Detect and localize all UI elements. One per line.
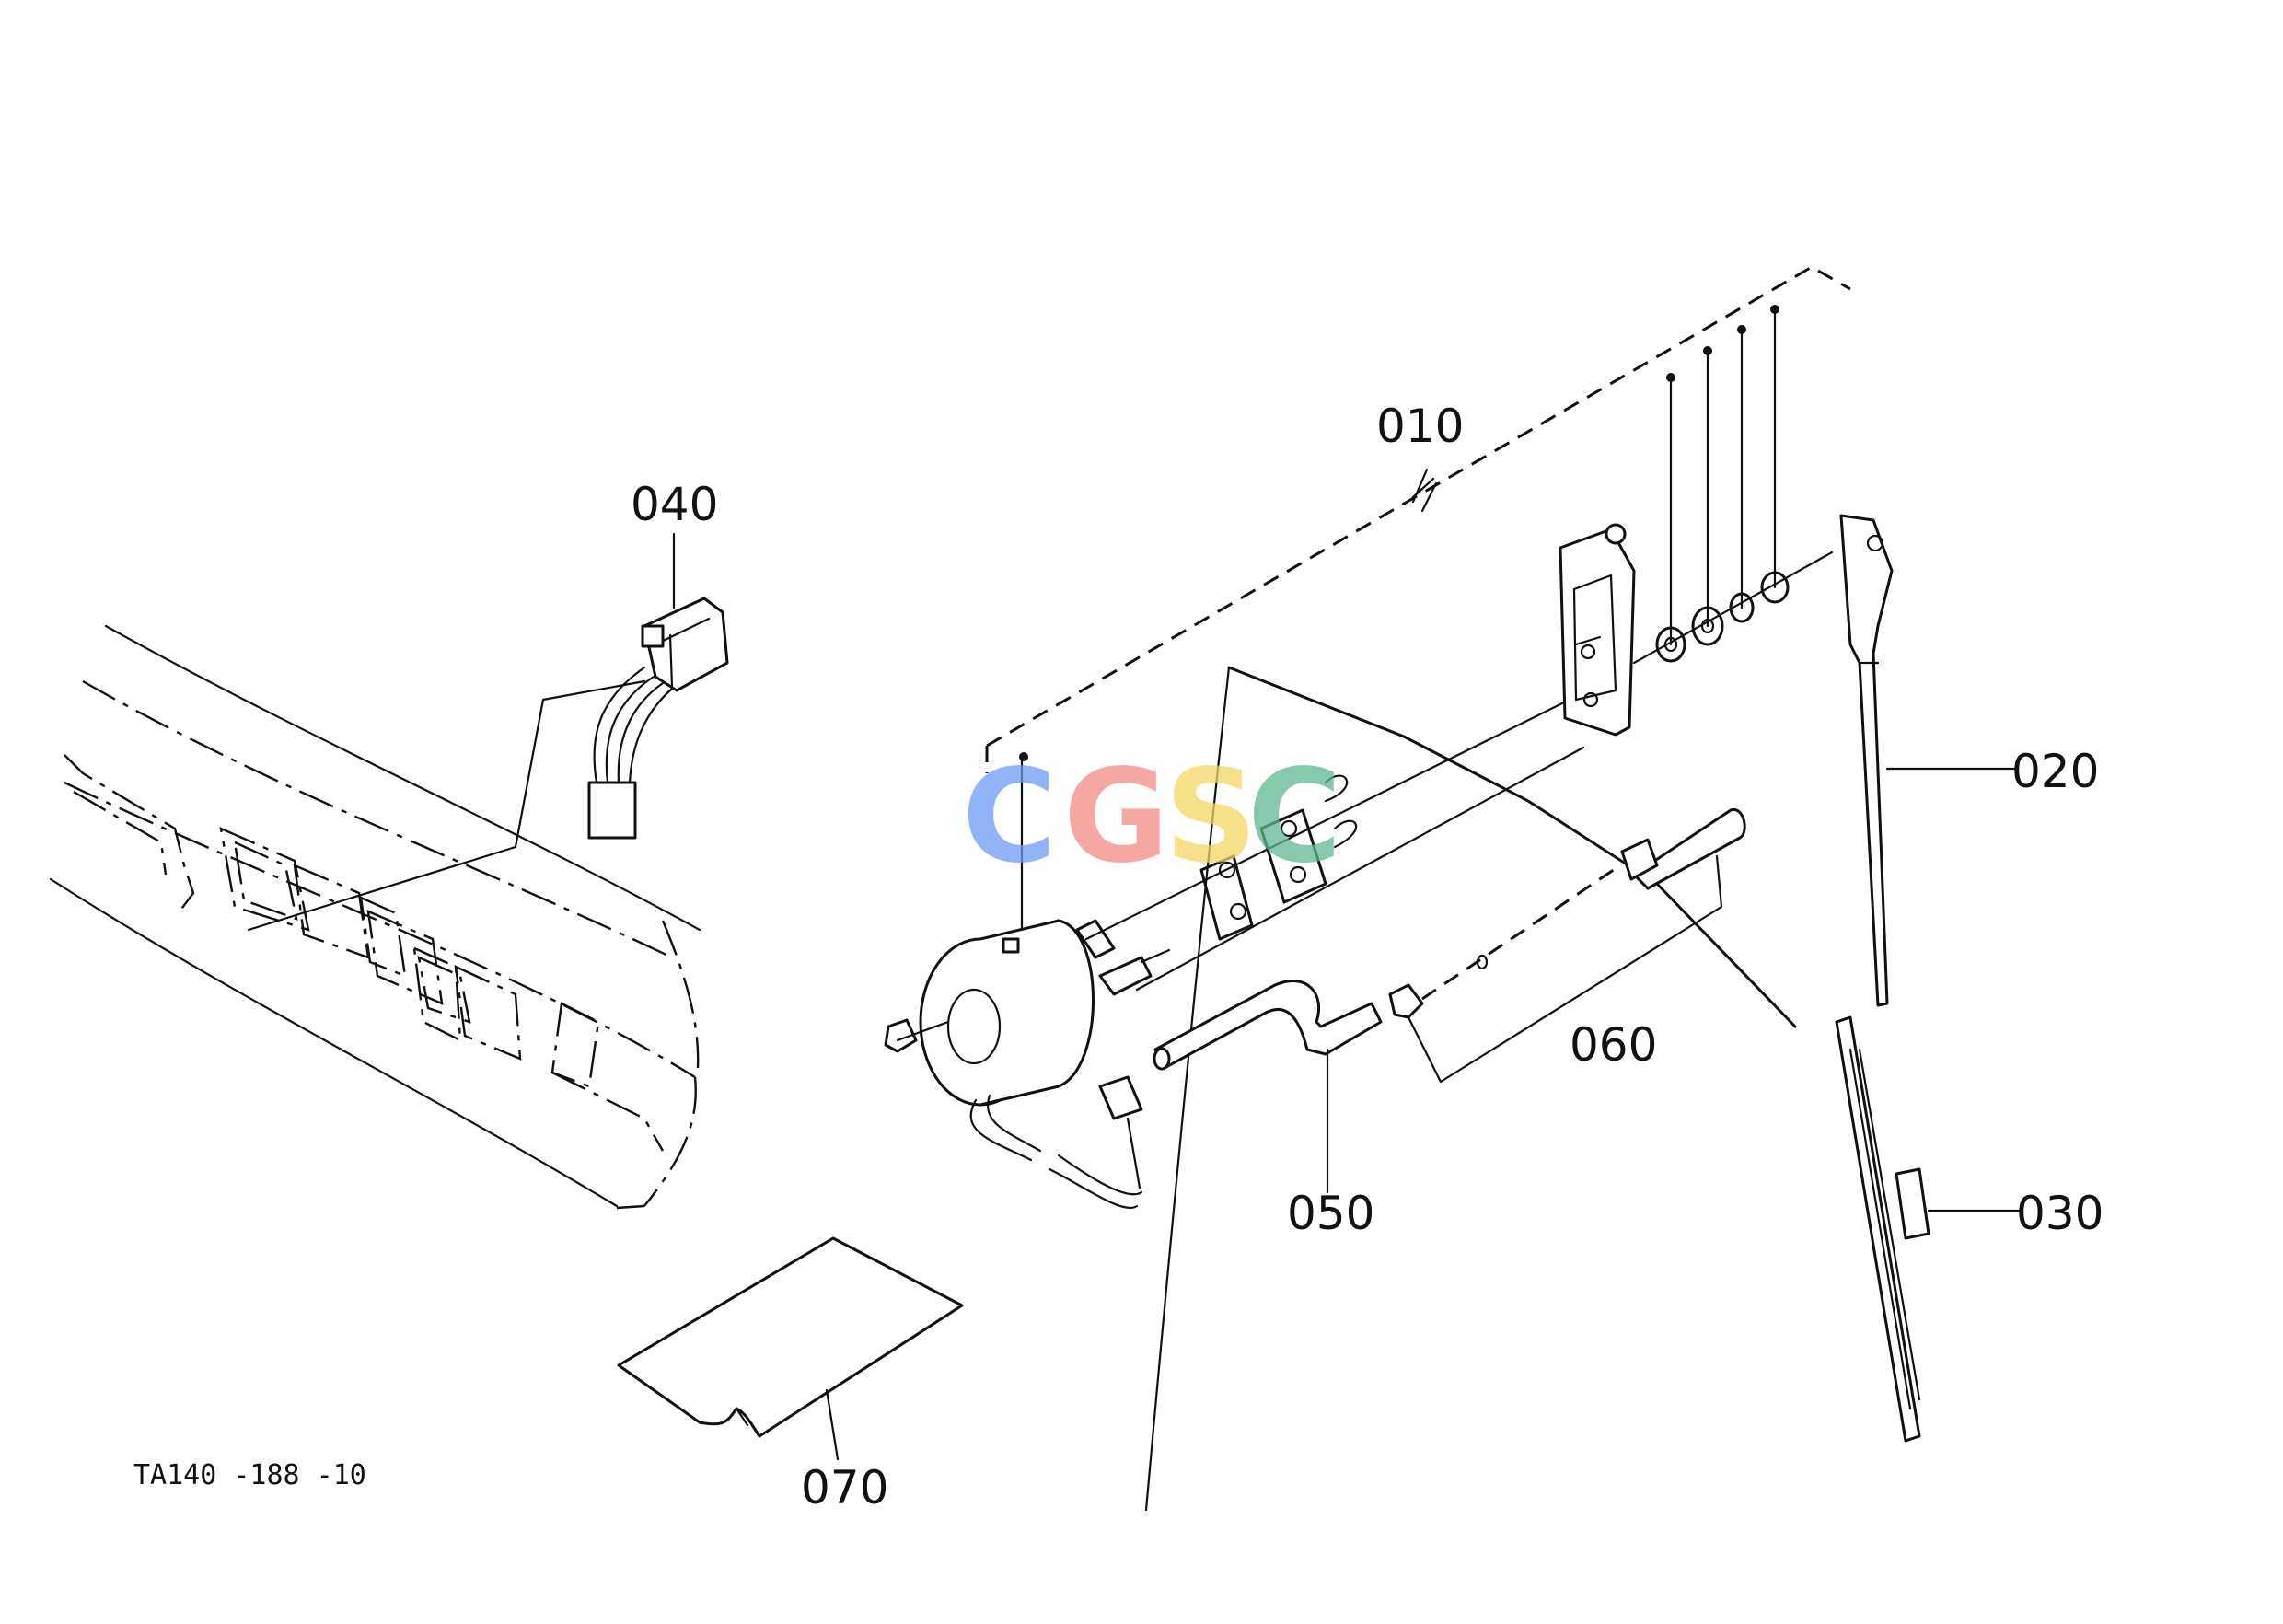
label-040: 040 — [631, 478, 718, 531]
washer-hose-050 — [1153, 980, 1383, 1194]
label-050: 050 — [1287, 1187, 1374, 1240]
dashboard-panel — [49, 624, 701, 1210]
wiper-motor-010 — [884, 265, 1851, 1209]
label-030: 030 — [2016, 1187, 2103, 1240]
label-060: 060 — [1570, 1018, 1657, 1072]
switch-040 — [247, 532, 729, 932]
watermark-letter-1: C — [962, 742, 1057, 892]
label-010: 010 — [1376, 400, 1464, 453]
watermark-letter-2: G — [1063, 742, 1169, 892]
wiper-blade-030 — [1835, 1015, 2022, 1443]
label-020: 020 — [2011, 745, 2099, 798]
watermark-logo: C G S C — [962, 742, 1342, 892]
watermark-letter-3: S — [1165, 742, 1257, 892]
wiper-arm-020 — [1839, 514, 2018, 1007]
decal-070 — [617, 1236, 964, 1461]
watermark-letter-4: C — [1247, 742, 1342, 892]
washer-nozzle-060 — [1388, 808, 1746, 1084]
drawing-code: TA140 -188 -10 — [133, 1459, 366, 1491]
label-070: 070 — [801, 1461, 888, 1514]
